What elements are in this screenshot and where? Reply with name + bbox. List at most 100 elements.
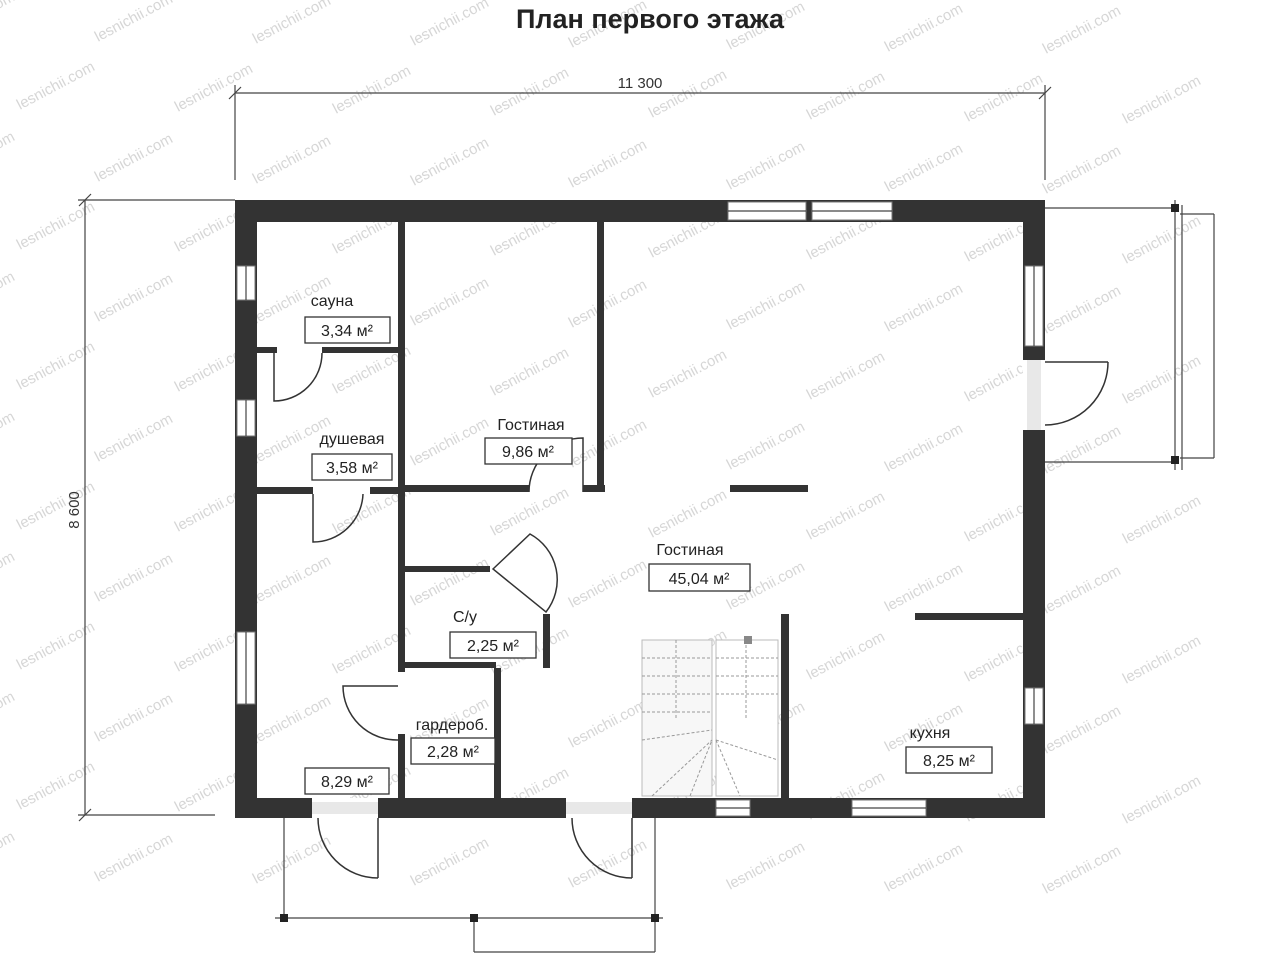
- watermark-text: lesnichii.com: [1120, 632, 1204, 687]
- watermark-text: lesnichii.com: [646, 486, 730, 541]
- watermark-text: lesnichii.com: [408, 414, 492, 469]
- porch-bottom: [275, 818, 663, 953]
- watermark-text: lesnichii.com: [1040, 562, 1124, 617]
- watermark-text: lesnichii.com: [250, 0, 334, 48]
- watermark-text: lesnichii.com: [0, 268, 18, 323]
- room-wc: С/у 2,25 м²: [449, 609, 537, 659]
- watermark-text: lesnichii.com: [0, 0, 18, 44]
- watermark-text: lesnichii.com: [1040, 282, 1124, 337]
- watermark-text: lesnichii.com: [1040, 422, 1124, 477]
- room-area: 3,34 м²: [321, 323, 374, 340]
- watermark-text: lesnichii.com: [1120, 492, 1204, 547]
- watermark-text: lesnichii.com: [92, 690, 176, 745]
- staircase: [641, 636, 779, 797]
- watermark-text: lesnichii.com: [488, 484, 572, 539]
- watermark-text: lesnichii.com: [408, 0, 492, 50]
- watermark-text: lesnichii.com: [1040, 842, 1124, 897]
- room-area: 9,86 м²: [502, 444, 555, 461]
- watermark-text: lesnichii.com: [408, 554, 492, 609]
- watermark-text: lesnichii.com: [882, 840, 966, 895]
- height-label: 8 600: [66, 491, 83, 529]
- watermark-text: lesnichii.com: [14, 58, 98, 113]
- room-name: гардероб.: [416, 717, 489, 734]
- height-dimension: 8 600: [66, 193, 235, 822]
- watermark-text: lesnichii.com: [566, 276, 650, 331]
- watermark-text: lesnichii.com: [408, 274, 492, 329]
- watermark-text: lesnichii.com: [1120, 72, 1204, 127]
- watermark-text: lesnichii.com: [724, 278, 808, 333]
- watermark-text: lesnichii.com: [92, 270, 176, 325]
- watermark-text: lesnichii.com: [250, 132, 334, 187]
- plan-title: План первого этажа: [516, 4, 785, 34]
- watermark-text: lesnichii.com: [1040, 142, 1124, 197]
- room-name: Гостиная: [497, 417, 564, 434]
- room-area: 8,29 м²: [321, 774, 374, 791]
- watermark-text: lesnichii.com: [1040, 2, 1124, 57]
- watermark-text: lesnichii.com: [1040, 702, 1124, 757]
- watermark-text: lesnichii.com: [882, 560, 966, 615]
- watermark-text: lesnichii.com: [250, 832, 334, 887]
- room-living-main: Гостиная 45,04 м²: [648, 542, 751, 592]
- watermark-text: lesnichii.com: [92, 410, 176, 465]
- watermark-text: lesnichii.com: [92, 0, 176, 46]
- watermark-text: lesnichii.com: [250, 552, 334, 607]
- room-name: Гостиная: [656, 542, 723, 559]
- watermark-text: lesnichii.com: [646, 346, 730, 401]
- watermark-text: lesnichii.com: [0, 408, 18, 463]
- watermark-text: lesnichii.com: [962, 70, 1046, 125]
- watermark-text: lesnichii.com: [92, 550, 176, 605]
- watermark-text: lesnichii.com: [804, 628, 888, 683]
- room-area: 2,28 м²: [427, 744, 480, 761]
- watermark-text: lesnichii.com: [0, 128, 18, 183]
- exterior-doors: [312, 360, 1109, 879]
- watermark-text: lesnichii.com: [172, 60, 256, 115]
- watermark-text: lesnichii.com: [250, 692, 334, 747]
- watermark-text: lesnichii.com: [1120, 352, 1204, 407]
- watermark-text: lesnichii.com: [566, 416, 650, 471]
- watermark-text: lesnichii.com: [804, 488, 888, 543]
- room-area: 8,25 м²: [923, 753, 976, 770]
- watermark-text: lesnichii.com: [724, 838, 808, 893]
- room-area: 45,04 м²: [669, 571, 730, 588]
- watermark-text: lesnichii.com: [724, 418, 808, 473]
- room-area: 3,58 м²: [326, 460, 379, 477]
- porch-right: [1045, 200, 1215, 470]
- watermark-text: lesnichii.com: [882, 140, 966, 195]
- watermark-text: lesnichii.com: [408, 134, 492, 189]
- watermark-text: lesnichii.com: [804, 68, 888, 123]
- width-dimension: 11 300: [228, 75, 1052, 180]
- interior-doors: [273, 352, 584, 741]
- room-wardrobe: гардероб. 2,28 м²: [410, 717, 496, 765]
- watermark-text: lesnichii.com: [488, 64, 572, 119]
- width-label: 11 300: [618, 75, 663, 92]
- watermark-text: lesnichii.com: [882, 420, 966, 475]
- room-hall: 8,29 м²: [304, 767, 390, 795]
- watermark-text: lesnichii.com: [0, 548, 18, 603]
- watermark-text: lesnichii.com: [488, 344, 572, 399]
- watermark-text: lesnichii.com: [566, 136, 650, 191]
- watermark-text: lesnichii.com: [330, 62, 414, 117]
- room-name: сауна: [311, 293, 354, 310]
- watermark-text: lesnichii.com: [1120, 212, 1204, 267]
- room-living-small: Гостиная 9,86 м²: [484, 417, 573, 465]
- watermark-text: lesnichii.com: [804, 348, 888, 403]
- outer-walls: [235, 200, 1045, 818]
- watermark-text: lesnichii.com: [882, 0, 966, 55]
- room-name: душевая: [320, 431, 385, 448]
- watermark-text: lesnichii.com: [724, 138, 808, 193]
- watermark-text: lesnichii.com: [1120, 772, 1204, 827]
- room-shower: душевая 3,58 м²: [311, 431, 393, 481]
- watermark-text: lesnichii.com: [0, 688, 18, 743]
- room-name: кухня: [910, 725, 951, 742]
- room-area: 2,25 м²: [467, 638, 520, 655]
- watermark-text: lesnichii.com: [882, 280, 966, 335]
- watermark-text: lesnichii.com: [92, 830, 176, 885]
- room-kitchen: кухня 8,25 м²: [905, 725, 993, 774]
- watermark-text: lesnichii.com: [566, 696, 650, 751]
- room-name: С/у: [453, 609, 477, 626]
- watermark-text: lesnichii.com: [92, 130, 176, 185]
- watermark-text: lesnichii.com: [408, 834, 492, 889]
- interior-walls: [257, 222, 1023, 798]
- watermark-text: lesnichii.com: [566, 556, 650, 611]
